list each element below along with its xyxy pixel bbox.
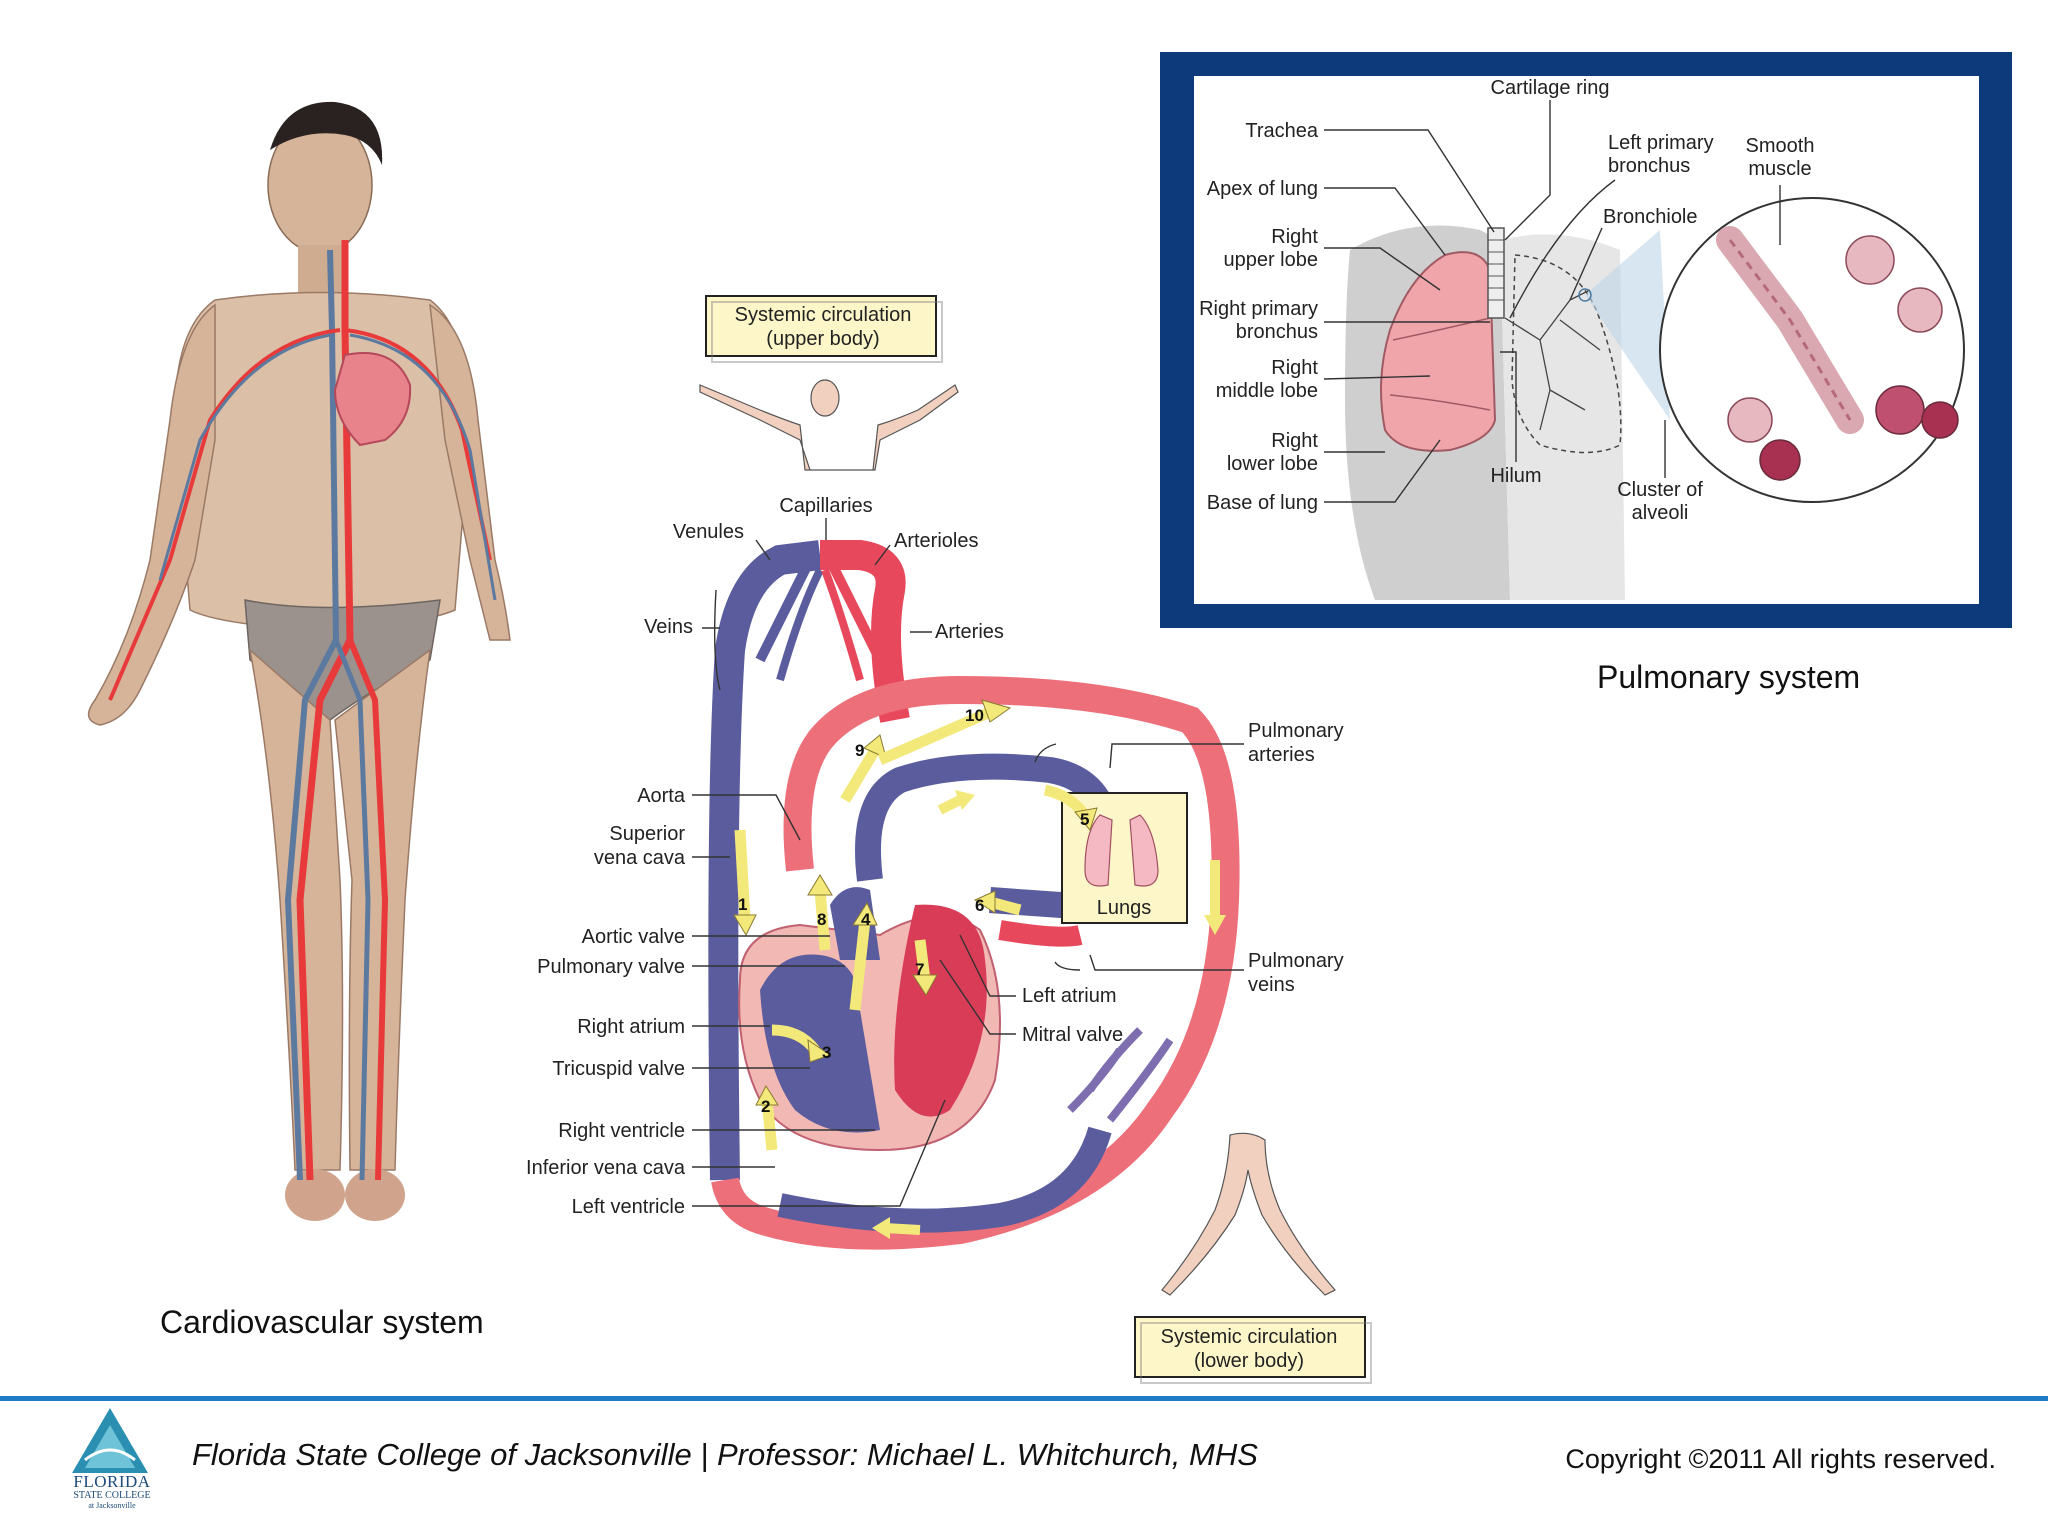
- label-left-primary-bronchus-2: bronchus: [1608, 155, 1690, 177]
- label-right-upper-lobe-2: upper lobe: [1223, 249, 1318, 271]
- lungs-label: Lungs: [1097, 897, 1152, 919]
- label-pulmonary-valve: Pulmonary valve: [537, 956, 685, 978]
- footer-attribution: Florida State College of Jacksonville | …: [192, 1437, 1258, 1472]
- circulation-labels: Capillaries Venules Arterioles Veins Art…: [526, 495, 1344, 1218]
- upper-body-figure: [699, 384, 959, 471]
- label-right-primary-bronchus-2: bronchus: [1236, 321, 1318, 343]
- label-pulmonary-arteries-1: Pulmonary: [1248, 720, 1344, 742]
- body-figure: [87, 101, 511, 1221]
- logo-text: FLORIDA STATE COLLEGE at Jacksonville: [64, 1473, 160, 1510]
- label-venules: Venules: [673, 521, 744, 543]
- flow-step-1: 1: [738, 895, 747, 914]
- flow-step-2: 2: [761, 1097, 770, 1116]
- label-left-ventricle: Left ventricle: [572, 1196, 685, 1218]
- label-pulmonary-veins-2: veins: [1248, 974, 1295, 996]
- footer-divider: [0, 1396, 2048, 1401]
- flow-step-4: 4: [861, 910, 871, 929]
- label-right-lower-lobe-2: lower lobe: [1227, 453, 1318, 475]
- label-right-middle-lobe-2: middle lobe: [1216, 380, 1318, 402]
- footer-copyright: Copyright ©2011 All rights reserved.: [1565, 1444, 1996, 1474]
- label-apex-of-lung: Apex of lung: [1207, 178, 1318, 200]
- systemic-lower-line1: Systemic circulation: [1161, 1326, 1338, 1348]
- college-logo: [72, 1408, 148, 1473]
- label-aortic-valve: Aortic valve: [582, 926, 685, 948]
- label-superior-vc-2: vena cava: [594, 847, 686, 869]
- pulmonary-panel: Cartilage ring Trachea Apex of lung Righ…: [1160, 52, 2012, 628]
- label-left-primary-bronchus-1: Left primary: [1608, 132, 1714, 154]
- flow-step-3: 3: [822, 1043, 831, 1062]
- label-pulmonary-arteries-2: arteries: [1248, 744, 1315, 766]
- flow-step-10: 10: [965, 706, 984, 725]
- label-arteries: Arteries: [935, 621, 1004, 643]
- label-smooth-muscle-2: muscle: [1748, 158, 1811, 180]
- label-cluster-alveoli-2: alveoli: [1632, 502, 1689, 524]
- label-aorta: Aorta: [637, 785, 686, 807]
- label-capillaries: Capillaries: [779, 495, 872, 517]
- label-hilum: Hilum: [1490, 465, 1541, 487]
- systemic-upper-line1: Systemic circulation: [735, 304, 912, 326]
- label-right-primary-bronchus-1: Right primary: [1199, 298, 1318, 320]
- label-left-atrium: Left atrium: [1022, 985, 1116, 1007]
- label-right-middle-lobe-1: Right: [1271, 357, 1318, 379]
- label-cartilage-ring: Cartilage ring: [1491, 77, 1610, 99]
- flow-step-8: 8: [817, 910, 826, 929]
- systemic-lower-line2: (lower body): [1194, 1350, 1304, 1372]
- label-base-of-lung: Base of lung: [1207, 492, 1318, 514]
- label-right-upper-lobe-1: Right: [1271, 226, 1318, 248]
- label-right-ventricle: Right ventricle: [558, 1120, 685, 1142]
- lower-body-figure: [1161, 1132, 1336, 1296]
- label-mitral-valve: Mitral valve: [1022, 1024, 1123, 1046]
- systemic-upper-box: [705, 295, 937, 357]
- logo-line2: STATE COLLEGE: [73, 1490, 151, 1501]
- flow-step-5: 5: [1080, 810, 1089, 829]
- systemic-lower-box: [1134, 1316, 1366, 1378]
- pulmonary-caption: Pulmonary system: [1597, 659, 1860, 695]
- flow-arrows: 1 2 3 4 5 6 7 8 9: [733, 699, 1226, 1239]
- label-pulmonary-veins-1: Pulmonary: [1248, 950, 1344, 972]
- label-cluster-alveoli-1: Cluster of: [1617, 479, 1703, 501]
- label-veins: Veins: [644, 616, 693, 638]
- label-right-atrium: Right atrium: [577, 1016, 685, 1038]
- flow-step-9: 9: [855, 741, 864, 760]
- label-trachea: Trachea: [1245, 120, 1319, 142]
- label-arterioles: Arterioles: [894, 530, 978, 552]
- flow-step-6: 6: [975, 896, 984, 915]
- label-tricuspid-valve: Tricuspid valve: [552, 1058, 685, 1080]
- systemic-vein-lower: [777, 1126, 1112, 1233]
- logo-line3: at Jacksonville: [88, 1501, 136, 1510]
- label-superior-vc-1: Superior: [609, 823, 685, 845]
- label-inferior-vc: Inferior vena cava: [526, 1157, 686, 1179]
- flow-step-7: 7: [915, 960, 924, 979]
- label-bronchiole: Bronchiole: [1603, 206, 1698, 228]
- circulation-diagram: Systemic circulation (upper body): [526, 295, 1372, 1384]
- cardiovascular-caption: Cardiovascular system: [160, 1304, 484, 1340]
- logo-line1: FLORIDA: [73, 1472, 151, 1491]
- systemic-upper-line2: (upper body): [766, 328, 879, 350]
- label-smooth-muscle-1: Smooth: [1746, 135, 1815, 157]
- upper-capillary-bed: [708, 540, 910, 1181]
- label-right-lower-lobe-1: Right: [1271, 430, 1318, 452]
